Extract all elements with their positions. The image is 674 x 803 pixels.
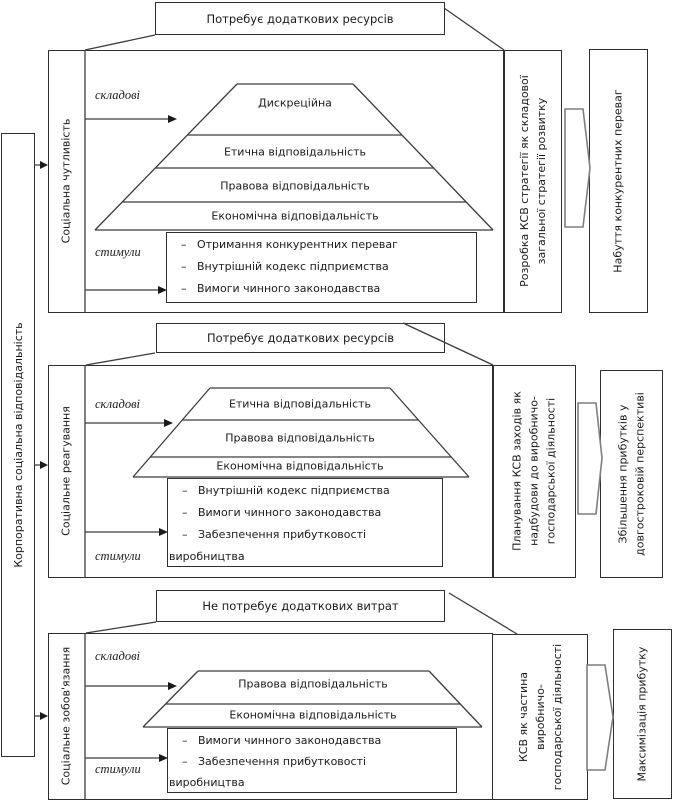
components-label: складові [95, 397, 140, 411]
section2-strategy-label-wrap: Планування КСВ заходів як надбудови до в… [495, 370, 574, 573]
stimuli-label: стимули [95, 245, 141, 259]
list-item: – Отримання конкурентних переваг [181, 238, 398, 251]
stimuli-label: стимули [95, 762, 141, 776]
csr-spine-label-wrap: Корпоративна соціальна відповідальність [3, 138, 33, 752]
section1-outcome-box [589, 49, 648, 313]
components-label: складові [95, 649, 140, 663]
pyramid-level-label: Правова відповідальність [238, 677, 388, 691]
section2-strategy-box [493, 365, 576, 578]
components-label: складові [95, 88, 140, 102]
csr-spine-box [1, 133, 35, 757]
section2-banner-label: Потребує додаткових ресурсів [156, 323, 445, 353]
strategy-label: Розробка КСВ стратегії як складової зага… [518, 75, 548, 287]
stimuli-list: – Внутрішній кодекс підприємства – Вимог… [167, 478, 443, 567]
section2-outcome-label-wrap: Збільшення прибутків у довгостроковій пе… [602, 375, 661, 573]
strategy-label: КСВ як частина виробничо- господарської … [516, 643, 564, 791]
section3-strategy-label-wrap: КСВ як частина виробничо- господарської … [494, 639, 586, 795]
pentagon-connector [586, 664, 614, 771]
section3-banner-label: Не потребує додаткових витрат [156, 590, 445, 622]
pyramid-level-label: Етична відповідальність [228, 397, 372, 411]
list-item: – Вимоги чинного законодавства [182, 506, 382, 519]
spine-arrow [35, 164, 41, 717]
section2-outcome-box [600, 370, 663, 578]
list-item: – Вимоги чинного законодавства [181, 282, 381, 295]
section2-left-label-wrap: Соціальне реагування [50, 370, 83, 573]
strategy-label: Планування КСВ заходів як надбудови до в… [510, 391, 558, 551]
section3-outcome-box [613, 629, 672, 799]
pyramid-level-label: Економічна відповідальність [211, 209, 379, 223]
section3-left-label-wrap: Соціальне зобов'язання [50, 638, 83, 795]
list-item: – Забезпечення прибутковості виробництва [169, 755, 367, 789]
pyramid-level-label: Економічна відповідальність [229, 708, 397, 722]
outcome-label: Максимізація прибутку [635, 646, 649, 782]
section1-strategy-box [504, 50, 562, 313]
section-left-label: Соціальна чутливість [59, 118, 73, 244]
banner-text: Потребує додаткових ресурсів [206, 11, 394, 26]
outcome-label: Збільшення прибутків у довгостроковій пе… [616, 392, 646, 556]
section-left-label: Соціальне реагування [59, 406, 73, 536]
list-item: – Внутрішній кодекс підприємства [181, 260, 389, 273]
banner-text: Потребує додаткових ресурсів [206, 331, 395, 345]
list-item: – Забезпечення прибутковості виробництва [169, 528, 367, 563]
pentagon-connector [577, 402, 603, 515]
section1-banner-label: Потребує додаткових ресурсів [155, 2, 445, 35]
outcome-label: Набуття конкурентних переваг [611, 89, 625, 273]
section1-left-label-wrap: Соціальна чутливість [50, 55, 83, 308]
section3-bullet-box [167, 728, 457, 793]
pyramid-level-label: Економічна відповідальність [216, 459, 384, 473]
stimuli-list: – Вимоги чинного законодавства – Забезпе… [167, 728, 457, 793]
section3-outcome-label-wrap: Максимізація прибутку [615, 634, 670, 794]
section1-bullet-box [166, 232, 477, 303]
section-left-label: Соціальне зобов'язання [59, 646, 73, 786]
arrowhead [40, 712, 48, 720]
stimuli-list: – Отримання конкурентних переваг – Внутр… [166, 232, 477, 303]
pyramid-level-label: Дискреційна [258, 96, 332, 110]
stimuli-label: стимули [95, 549, 141, 563]
pyramid-level-label: Правова відповідальність [225, 431, 375, 445]
section1-strategy-label-wrap: Розробка КСВ стратегії як складової зага… [506, 55, 560, 308]
list-item: – Вимоги чинного законодавства [182, 734, 382, 747]
banner-text: Не потребує додаткових витрат [202, 599, 399, 613]
section1-outcome-label-wrap: Набуття конкурентних переваг [591, 54, 646, 308]
pyramid-level-label: Етична відповідальність [223, 145, 367, 159]
pentagon-connector [564, 108, 591, 228]
list-item: – Внутрішній кодекс підприємства [182, 484, 390, 497]
section2-bullet-box [167, 478, 443, 567]
arrowhead [40, 161, 48, 169]
arrowhead [40, 461, 48, 469]
pyramid-level-label: Правова відповідальність [220, 179, 370, 193]
csr-spine-label: Корпоративна соціальна відповідальність [11, 322, 25, 568]
